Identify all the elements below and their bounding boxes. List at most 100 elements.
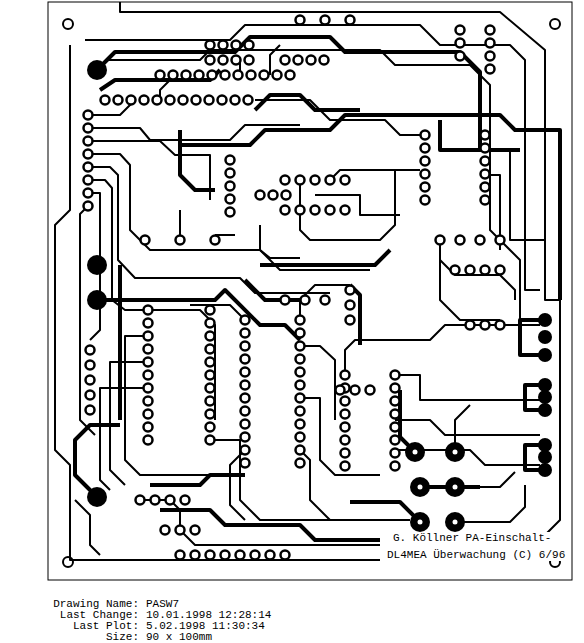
solder-pad [341, 371, 350, 380]
solder-pad [320, 56, 329, 65]
solder-pad [282, 191, 291, 200]
solder-pad [84, 124, 93, 133]
solder-pad [341, 462, 350, 471]
solder-pad [245, 56, 254, 65]
solder-pad [241, 407, 250, 416]
solder-pad [391, 371, 400, 380]
solder-pad [226, 182, 235, 191]
solder-pad [136, 496, 145, 505]
solder-pad [341, 410, 350, 419]
power-pads [405, 442, 465, 532]
solder-pad [260, 71, 269, 80]
solder-pad [296, 16, 305, 25]
solder-pad [496, 321, 505, 330]
solder-pad [144, 397, 153, 406]
solder-pad [296, 176, 305, 185]
field-name: Size: [105, 631, 140, 643]
solder-pad [208, 71, 217, 80]
solder-pad [205, 96, 214, 105]
solder-pad [86, 406, 95, 415]
solder-pad [421, 144, 430, 153]
solder-pad [151, 496, 160, 505]
solder-pad [181, 496, 190, 505]
solder-pad [206, 551, 215, 560]
edge-connector-pads [538, 313, 552, 477]
solder-pad [206, 56, 215, 65]
solder-pad [144, 345, 153, 354]
board-credit: DL4MEA Überwachung (C) 6/96 [386, 549, 566, 561]
solder-pad [221, 71, 230, 80]
solder-pad [140, 96, 149, 105]
solder-pad [391, 462, 400, 471]
solder-pad [296, 342, 305, 351]
solder-pad [321, 296, 330, 305]
solder-pad [266, 551, 275, 560]
solder-pad [296, 355, 305, 364]
solder-pad [247, 71, 256, 80]
solder-pad [84, 111, 93, 120]
solder-pad [296, 420, 305, 429]
solder-pad [166, 496, 175, 505]
solder-pad [456, 52, 465, 61]
solder-pad [346, 301, 355, 310]
solder-pad [241, 446, 250, 455]
solder-pad [346, 286, 355, 295]
board-credit: G. Köllner PA-Einschalt- [392, 532, 552, 544]
solder-pad [421, 170, 430, 179]
solder-pad [296, 206, 305, 215]
solder-pad [301, 296, 310, 305]
solder-pad [241, 342, 250, 351]
solder-pad [144, 384, 153, 393]
solder-pad [219, 41, 228, 50]
solder-pad [226, 208, 235, 217]
solder-pad [141, 236, 150, 245]
solder-pad [296, 394, 305, 403]
solder-pad [311, 176, 320, 185]
solder-pad [86, 391, 95, 400]
solder-pad [341, 397, 350, 406]
solder-pad [391, 410, 400, 419]
solder-pad [481, 266, 490, 275]
solder-pad [166, 96, 175, 105]
solder-pad [321, 16, 330, 25]
solder-pad [296, 381, 305, 390]
solder-pad [496, 266, 505, 275]
solder-pad [456, 236, 465, 245]
solder-pad [269, 191, 278, 200]
solder-pad [341, 436, 350, 445]
solder-pad [127, 96, 136, 105]
solder-pad [144, 319, 153, 328]
solder-pad [481, 321, 490, 330]
solder-pad [341, 176, 350, 185]
solder-pad [326, 176, 335, 185]
solder-pad [211, 236, 220, 245]
large-holes [87, 60, 107, 507]
solder-pad [241, 355, 250, 364]
solder-pad [273, 71, 282, 80]
solder-pad [144, 306, 153, 315]
solder-pad [232, 41, 241, 50]
solder-pad [421, 131, 430, 140]
solder-pad [86, 376, 95, 385]
solder-pad [226, 195, 235, 204]
solder-pad [176, 526, 185, 535]
solder-pad [86, 346, 95, 355]
solder-pad [456, 39, 465, 48]
solder-pad [241, 459, 250, 468]
solder-pad [144, 436, 153, 445]
solder-pad [251, 551, 260, 560]
solder-pad [206, 358, 215, 367]
solder-pad [346, 16, 355, 25]
solder-pad [296, 407, 305, 416]
solder-pad [481, 196, 490, 205]
solder-pad [281, 551, 290, 560]
solder-pad [226, 156, 235, 165]
solder-pad [481, 183, 490, 192]
solder-pad [179, 96, 188, 105]
solder-pad [206, 345, 215, 354]
solder-pad [234, 71, 243, 80]
solder-pad [486, 65, 495, 74]
solder-pad [244, 96, 253, 105]
solder-pad [481, 144, 490, 153]
